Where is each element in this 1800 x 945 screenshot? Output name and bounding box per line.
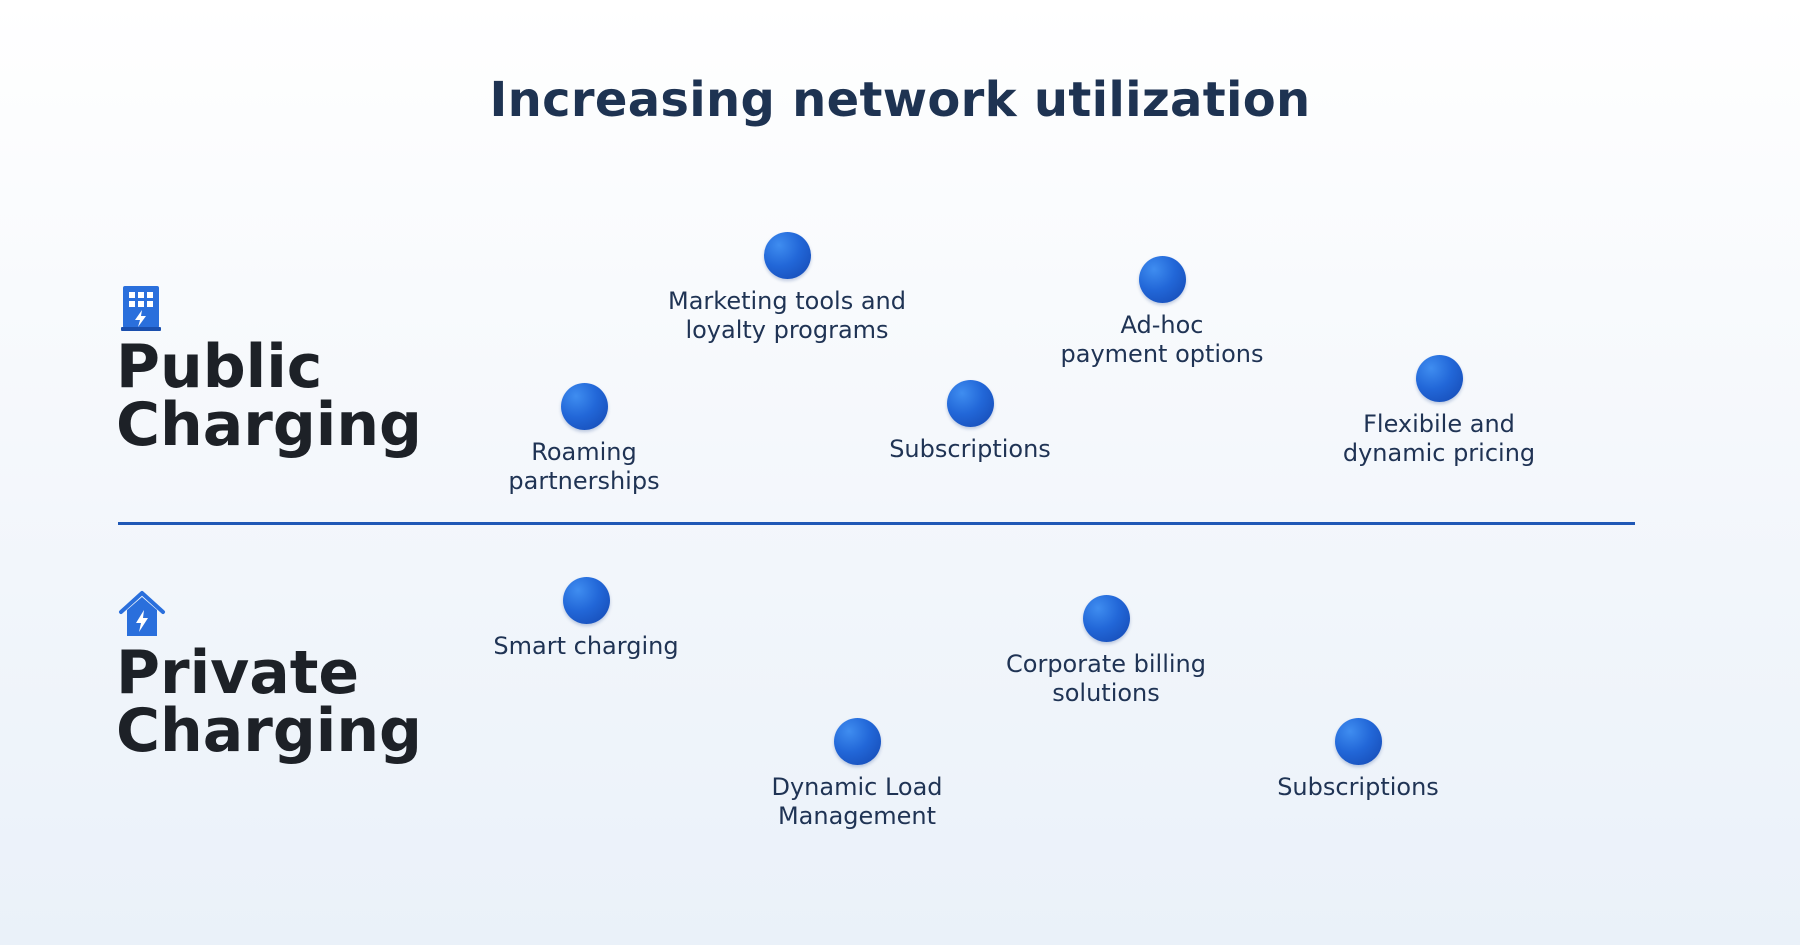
page-title: Increasing network utilization	[489, 72, 1311, 128]
bullet-dot	[1334, 718, 1382, 765]
public-item-label: Roaming partnerships	[508, 438, 660, 495]
private-item-label: Corporate billing solutions	[1006, 650, 1206, 707]
private-heading-line2: Charging	[116, 696, 423, 766]
private-item-subscriptions: Subscriptions	[1208, 718, 1508, 802]
section-divider	[118, 522, 1635, 525]
private-item-label: Dynamic Load Management	[771, 773, 943, 830]
public-item-label: Flexibile and dynamic pricing	[1342, 410, 1536, 467]
private-item-smart-charging: Smart charging	[436, 577, 736, 661]
public-item-marketing: Marketing tools and loyalty programs	[637, 232, 937, 345]
private-item-corporate-billing: Corporate billing solutions	[956, 595, 1256, 708]
private-heading-line1: Private	[116, 638, 360, 708]
public-item-subscriptions: Subscriptions	[820, 380, 1120, 464]
bullet-dot	[562, 577, 610, 624]
public-item-label: Ad-hoc payment options	[1060, 311, 1264, 368]
bullet-dot	[560, 383, 608, 430]
bullet-dot	[833, 718, 881, 765]
public-item-roaming: Roaming partnerships	[434, 383, 734, 496]
private-item-label: Smart charging	[493, 632, 679, 660]
public-item-adhoc-payment: Ad-hoc payment options	[1012, 256, 1312, 369]
private-item-load-management: Dynamic Load Management	[707, 718, 1007, 831]
private-item-label: Subscriptions	[1277, 773, 1439, 801]
public-charging-heading: Public Charging	[116, 332, 423, 460]
bullet-dot	[1415, 355, 1463, 402]
bullet-dot	[946, 380, 994, 427]
building-bolt-icon	[118, 284, 166, 332]
public-item-label: Marketing tools and loyalty programs	[668, 287, 906, 344]
bullet-dot	[763, 232, 811, 279]
bullet-dot	[1138, 256, 1186, 303]
private-charging-heading: Private Charging	[116, 638, 423, 766]
public-item-pricing: Flexibile and dynamic pricing	[1289, 355, 1589, 468]
bullet-dot	[1082, 595, 1130, 642]
public-heading-line2: Charging	[116, 390, 423, 460]
public-heading-line1: Public	[116, 332, 323, 402]
public-item-label: Subscriptions	[889, 435, 1051, 463]
house-bolt-icon	[118, 590, 166, 638]
